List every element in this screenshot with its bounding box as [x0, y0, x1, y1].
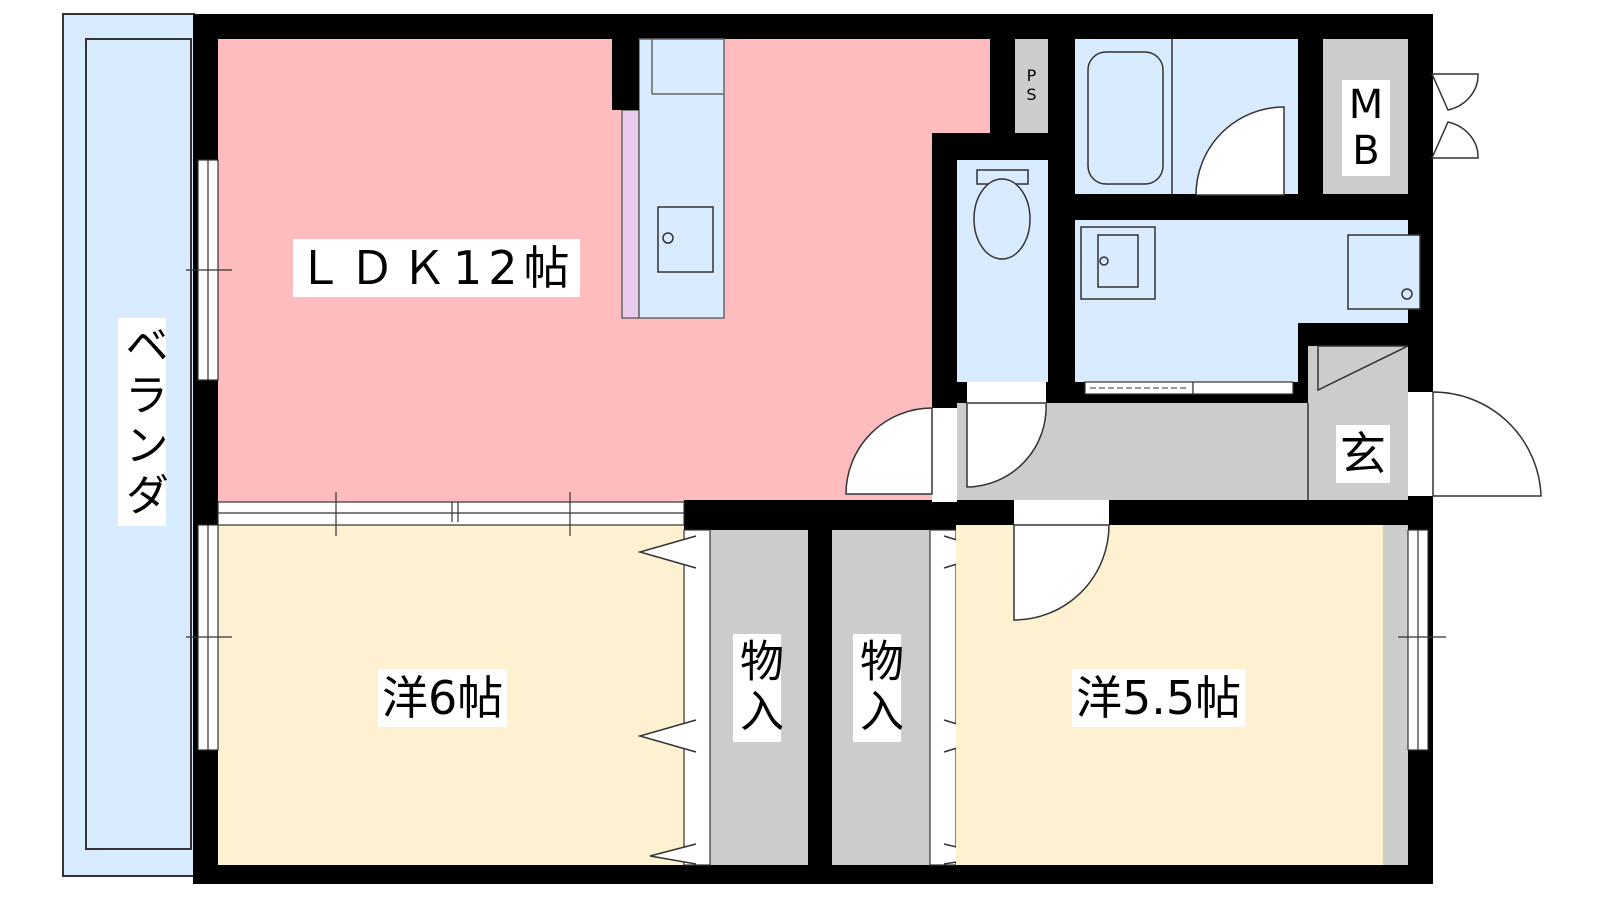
western-1-label: 洋6帖	[378, 669, 508, 727]
toilet-tank	[976, 169, 1029, 185]
toilet-door-swing	[966, 402, 1047, 488]
bath-door-swing	[1195, 106, 1285, 196]
closet-1-doors	[683, 529, 711, 866]
western-2-door-swing	[1013, 524, 1110, 621]
shoe-cabinet	[1317, 345, 1409, 392]
sink-drain	[662, 232, 674, 244]
front-door-opening	[1408, 392, 1433, 496]
pipe-space-label: PS	[1022, 66, 1041, 104]
closet-2-label: 物入	[852, 634, 903, 742]
sliding-door	[1192, 381, 1294, 395]
western-2-side-closet	[1383, 525, 1408, 865]
basin-drain	[1099, 256, 1109, 266]
wash-basin	[1080, 226, 1156, 300]
entrance-label: 玄	[1336, 425, 1390, 483]
meter-box-label: MB	[1342, 80, 1390, 176]
closet-2-doors	[929, 529, 957, 866]
front-door-swing	[1432, 391, 1542, 497]
toilet-door-opening	[967, 382, 1046, 403]
western-2-label: 洋5.5帖	[1072, 669, 1246, 727]
closet-1-label: 物入	[732, 634, 783, 742]
basin-bowl	[1097, 234, 1139, 288]
pipe-space	[1015, 39, 1048, 133]
washing-machine	[1347, 234, 1421, 310]
ldk-door-opening	[932, 408, 957, 502]
western-2-door-opening	[1014, 500, 1109, 525]
wm-drain	[1401, 288, 1413, 300]
kitchen-wall-stub	[612, 39, 639, 110]
bathtub	[1087, 51, 1164, 185]
sink	[657, 206, 714, 273]
washroom	[1075, 220, 1408, 382]
fold-door-mark	[637, 719, 697, 753]
toilet-bowl	[973, 178, 1031, 260]
bath-wall-stub	[1172, 194, 1196, 220]
veranda-label: ベランダ	[117, 318, 168, 526]
fold-door-mark	[649, 843, 697, 865]
veranda-rail	[85, 38, 192, 850]
ldk-door-swing	[845, 407, 933, 495]
mb-door-swing	[1430, 73, 1479, 111]
ldk-label: ＬＤＫ12帖	[293, 239, 580, 297]
fold-door-mark	[637, 535, 697, 569]
kitchen-counter	[621, 109, 640, 319]
mb-door-swing	[1430, 121, 1479, 159]
ldk-floor	[218, 39, 990, 504]
